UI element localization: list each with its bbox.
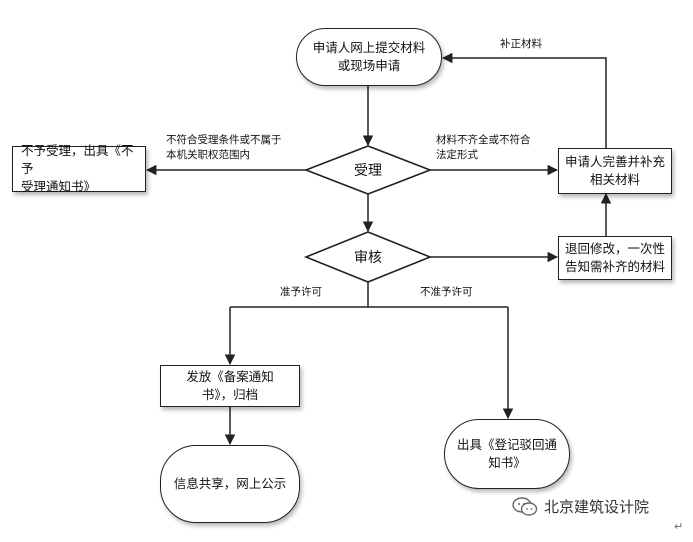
edge-label-not-qualified: 不符合受理条件或不属于 本机关职权范围内 [166,134,282,161]
edge-label-supplement: 补正材料 [500,38,542,50]
node-review-label: 审核 [354,250,382,266]
node-reject-notice-label: 不予受理，出具《不予 受理通知书》 [21,143,134,194]
node-apply: 申请人网上提交材料 或现场申请 [296,28,442,86]
node-share-label: 信息共享，网上公示 [173,476,287,491]
paragraph-mark-icon: ↵ [674,520,684,533]
edge-label-incomplete: 材料不齐全或不符合 法定形式 [436,134,531,161]
node-return: 退回修改，一次性 告知需补齐的材料 [558,236,672,280]
node-issue: 发放《备案通知 书》，归档 [160,365,300,407]
node-share: 信息共享，网上公示 [160,445,300,523]
watermark: 北京建筑设计院 [512,496,649,517]
wechat-icon [512,496,538,516]
watermark-text: 北京建筑设计院 [544,498,650,516]
node-reject-registration: 出具《登记驳回通 知书》 [444,419,570,489]
node-complete-label: 申请人完善并补充 相关材料 [564,154,665,187]
node-accept-label: 受理 [354,163,382,179]
node-apply-label: 申请人网上提交材料 或现场申请 [312,40,426,73]
node-complete: 申请人完善并补充 相关材料 [558,148,672,194]
node-issue-label: 发放《备案通知 书》，归档 [186,369,274,402]
node-reject-notice: 不予受理，出具《不予 受理通知书》 [12,143,146,194]
node-return-label: 退回修改，一次性 告知需补齐的材料 [564,241,665,274]
edge-label-deny: 不准予许可 [420,286,473,298]
edge-label-approve: 准予许可 [280,286,322,298]
edge-complete-apply [441,52,607,148]
node-reject-registration-label: 出具《登记驳回通 知书》 [456,437,557,470]
